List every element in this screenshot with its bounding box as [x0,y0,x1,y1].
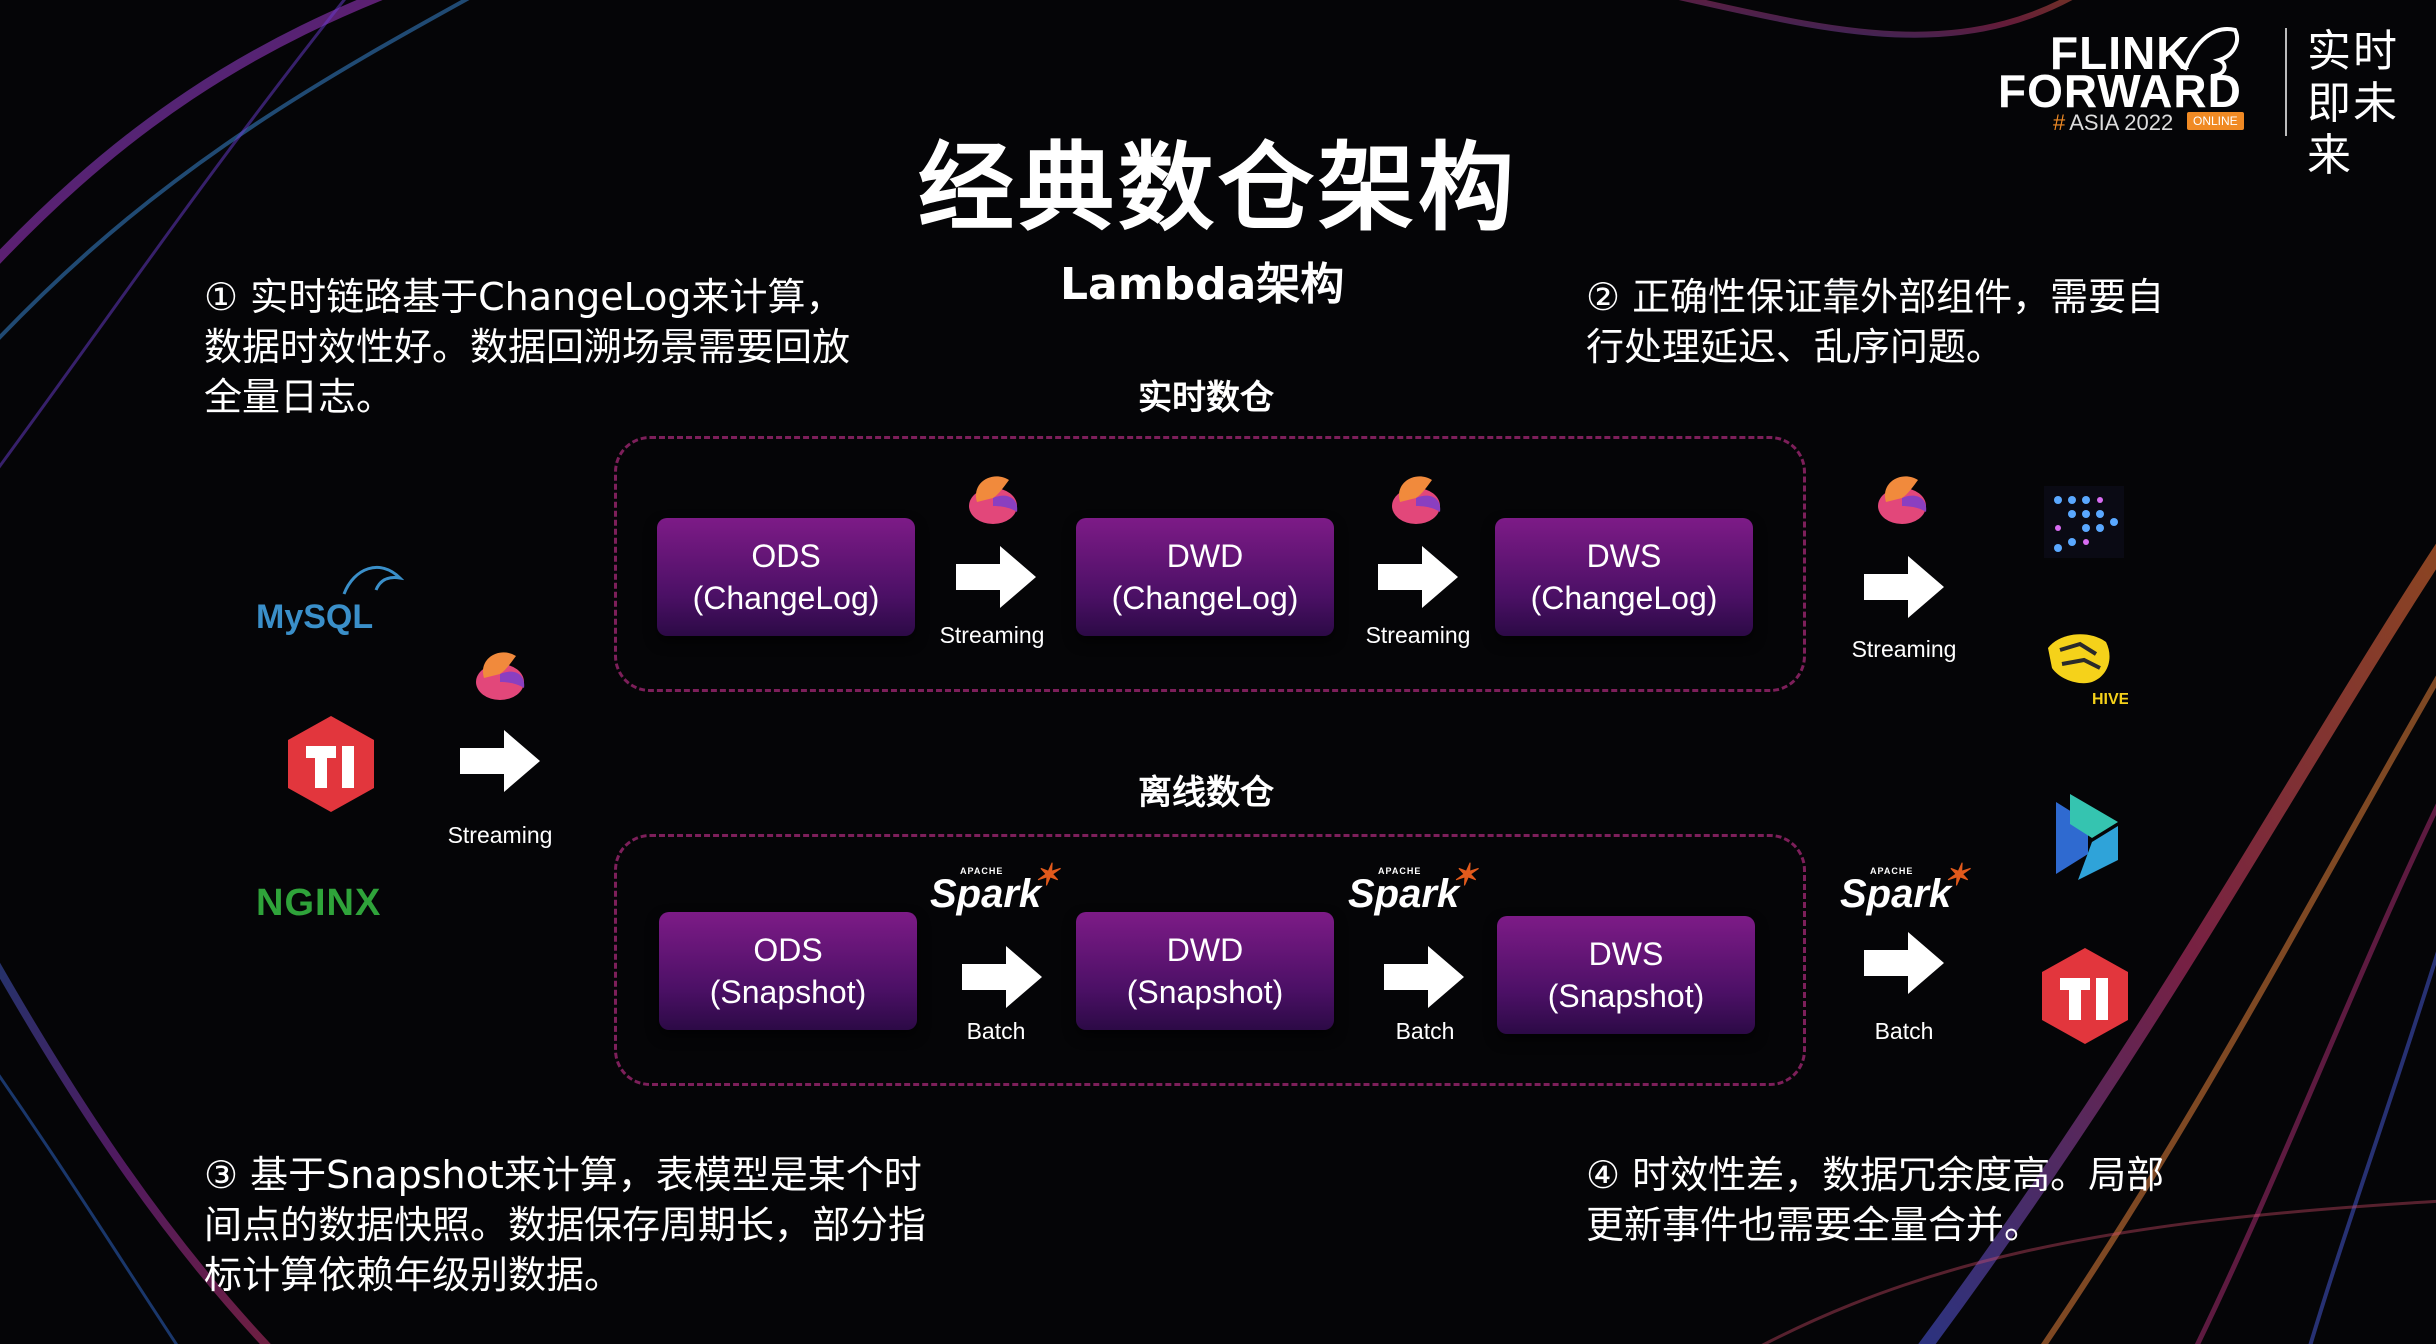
page-title: 经典数仓架构 [918,132,1518,244]
brand-hash: # [2053,110,2066,135]
node-rt-ods-sub: (ChangeLog) [692,580,880,616]
edge-label-rt-3: Streaming [1851,636,1957,662]
arrow-rt-2 [1378,546,1458,608]
note-3-line-2: 间点的数据快照。数据保存周期长，部分指 [204,1203,927,1247]
brand-online-badge: ONLINE [2187,112,2244,130]
edge-label-off-1: Batch [966,1018,1026,1044]
node-off-ods-name: ODS [753,932,823,968]
diagram-subtitle: Lambda架构 [1060,259,1345,310]
brand-event: ASIA 2022 [2069,110,2174,135]
note-1: ① 实时链路基于ChangeLog来计算， 数据时效性好。数据回溯场景需要回放 … [204,272,964,422]
brand-subtitle: #ASIA 2022 [2053,110,2173,136]
note-4-line-2: 更新事件也需要全量合并。 [1586,1203,2043,1247]
nginx-logo-icon: NGINX [256,882,382,924]
note-1-line-1: ① 实时链路基于ChangeLog来计算， [204,275,844,319]
node-rt-dws-sub: (ChangeLog) [1530,580,1718,616]
hudi-logo-icon [2056,794,2118,880]
node-rt-dws: DWS (ChangeLog) [1495,518,1753,636]
mysql-logo-icon: MySQL [256,598,374,636]
squirrel-logo-icon [2183,27,2239,78]
brand-slogan: 实时即未来 [2307,26,2399,181]
tidb-logo-icon [288,716,374,812]
node-off-dwd: DWD (Snapshot) [1076,912,1334,1030]
note-3: ③ 基于Snapshot来计算，表模型是某个时 间点的数据快照。数据保存周期长，… [204,1150,1104,1300]
brand-logo: FLINK FORWARD #ASIA 2022 ONLINE 实时即未来 [1995,20,2415,181]
offline-section-label: 离线数仓 [1138,773,1274,813]
arrow-off-3 [1864,932,1944,994]
flink-icon [969,476,1018,524]
svg-text:HIVE: HIVE [2092,691,2128,708]
node-off-dws-name: DWS [1588,936,1664,972]
edge-label-off-2: Batch [1395,1018,1455,1044]
arrow-source [460,730,540,792]
note-2-line-2: 行处理延迟、乱序问题。 [1586,325,2005,369]
edge-label-off-3: Batch [1874,1018,1934,1044]
flink-icon [1392,476,1441,524]
node-off-dws-sub: (Snapshot) [1547,978,1705,1014]
offline-group-box [614,834,1806,1086]
note-3-line-1: ③ 基于Snapshot来计算，表模型是某个时 [204,1153,922,1197]
note-2: ② 正确性保证靠外部组件，需要自 行处理延迟、乱序问题。 [1586,272,2286,372]
note-4-line-1: ④ 时效性差，数据冗余度高。局部 [1586,1153,2165,1197]
edge-label-rt-1: Streaming [939,622,1045,648]
node-rt-dwd-name: DWD [1166,538,1244,574]
arrow-rt-1 [956,546,1036,608]
node-off-ods-sub: (Snapshot) [709,974,867,1010]
node-rt-ods: ODS (ChangeLog) [657,518,915,636]
node-off-dwd-sub: (Snapshot) [1126,974,1284,1010]
node-rt-dws-name: DWS [1586,538,1662,574]
brand-title-line2: FORWARD [1998,65,2242,117]
edge-label-source: Streaming [447,822,553,848]
brand-divider [2285,28,2287,136]
hive-logo-icon: HIVE [2048,634,2128,708]
node-off-dwd-name: DWD [1166,932,1244,968]
note-2-line-1: ② 正确性保证靠外部组件，需要自 [1586,275,2165,319]
node-off-ods: ODS (Snapshot) [659,912,917,1030]
note-1-line-2: 数据时效性好。数据回溯场景需要回放 [204,325,851,369]
realtime-section-label: 实时数仓 [1138,378,1274,418]
flink-icon [476,652,525,700]
node-rt-ods-name: ODS [751,538,821,574]
realtime-group-box [614,436,1806,692]
arrow-off-1 [962,946,1042,1008]
note-1-line-3: 全量日志。 [204,375,395,419]
arrow-off-2 [1384,946,1464,1008]
flink-icon [1878,476,1927,524]
brand-title-line1: FLINK [2050,27,2191,79]
node-rt-dwd: DWD (ChangeLog) [1076,518,1334,636]
edge-label-rt-2: Streaming [1365,622,1471,648]
mysql-dolphin-icon [342,566,404,595]
tidb-logo-icon [2042,948,2128,1044]
node-off-dws: DWS (Snapshot) [1497,916,1755,1034]
note-4: ④ 时效性差，数据冗余度高。局部 更新事件也需要全量合并。 [1586,1150,2346,1250]
node-rt-dwd-sub: (ChangeLog) [1111,580,1299,616]
arrow-rt-3 [1864,556,1944,618]
note-3-line-3: 标计算依赖年级别数据。 [204,1253,623,1297]
dots-sink-icon [2044,486,2124,558]
